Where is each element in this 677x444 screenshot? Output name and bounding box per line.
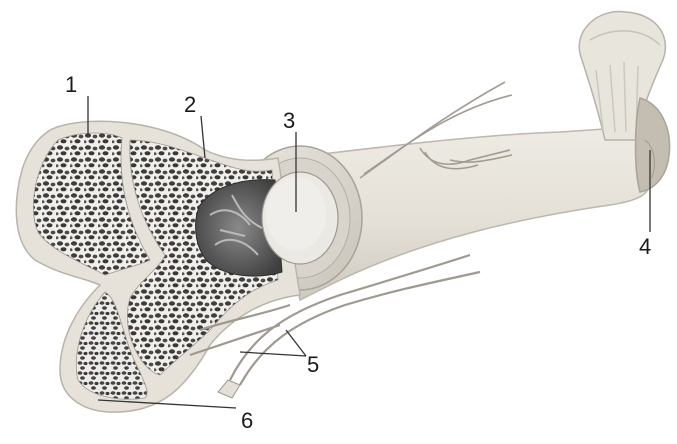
- label-4: 4: [639, 236, 651, 258]
- label-5: 5: [307, 354, 319, 376]
- label-2: 2: [184, 94, 196, 116]
- label-6: 6: [241, 410, 253, 432]
- label-3: 3: [283, 110, 295, 132]
- label-1: 1: [65, 74, 77, 96]
